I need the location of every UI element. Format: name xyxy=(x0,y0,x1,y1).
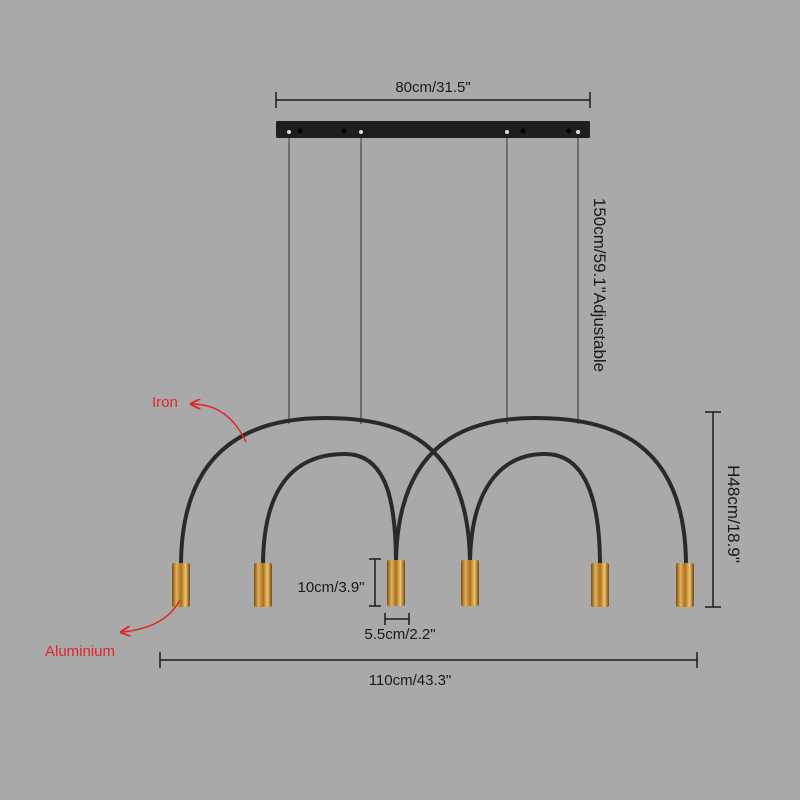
iron-label: Iron xyxy=(152,394,178,411)
total-height-label: H48cm/18.9" xyxy=(724,465,743,563)
aluminium-shades xyxy=(172,560,694,607)
aluminium-callout: Aluminium xyxy=(45,599,181,660)
canopy-width-dimension: 80cm/31.5" xyxy=(275,79,591,108)
shade-4 xyxy=(461,560,479,606)
cable-length-label: 150cm/59.1"Adjustable xyxy=(590,198,609,372)
shade-6 xyxy=(676,563,694,607)
shade-height-label: 10cm/3.9" xyxy=(297,579,364,596)
iron-callout: Iron xyxy=(152,394,247,443)
suspension-cables xyxy=(288,138,579,424)
total-height-dimension: H48cm/18.9" xyxy=(705,411,743,608)
shade-2 xyxy=(254,563,272,607)
shade-height-dimension: 10cm/3.9" xyxy=(297,558,381,607)
aluminium-label: Aluminium xyxy=(45,643,115,660)
shade-3 xyxy=(387,560,405,606)
shade-diameter-dimension: 5.5cm/2.2" xyxy=(364,613,436,643)
shade-diameter-label: 5.5cm/2.2" xyxy=(364,626,435,643)
iron-frame xyxy=(179,415,688,568)
total-width-label: 110cm/43.3" xyxy=(369,672,452,689)
ceiling-canopy xyxy=(276,121,590,138)
shade-5 xyxy=(591,563,609,607)
total-width-dimension: 110cm/43.3" xyxy=(159,652,698,689)
shade-1 xyxy=(172,563,190,607)
canopy-width-label: 80cm/31.5" xyxy=(395,79,470,96)
